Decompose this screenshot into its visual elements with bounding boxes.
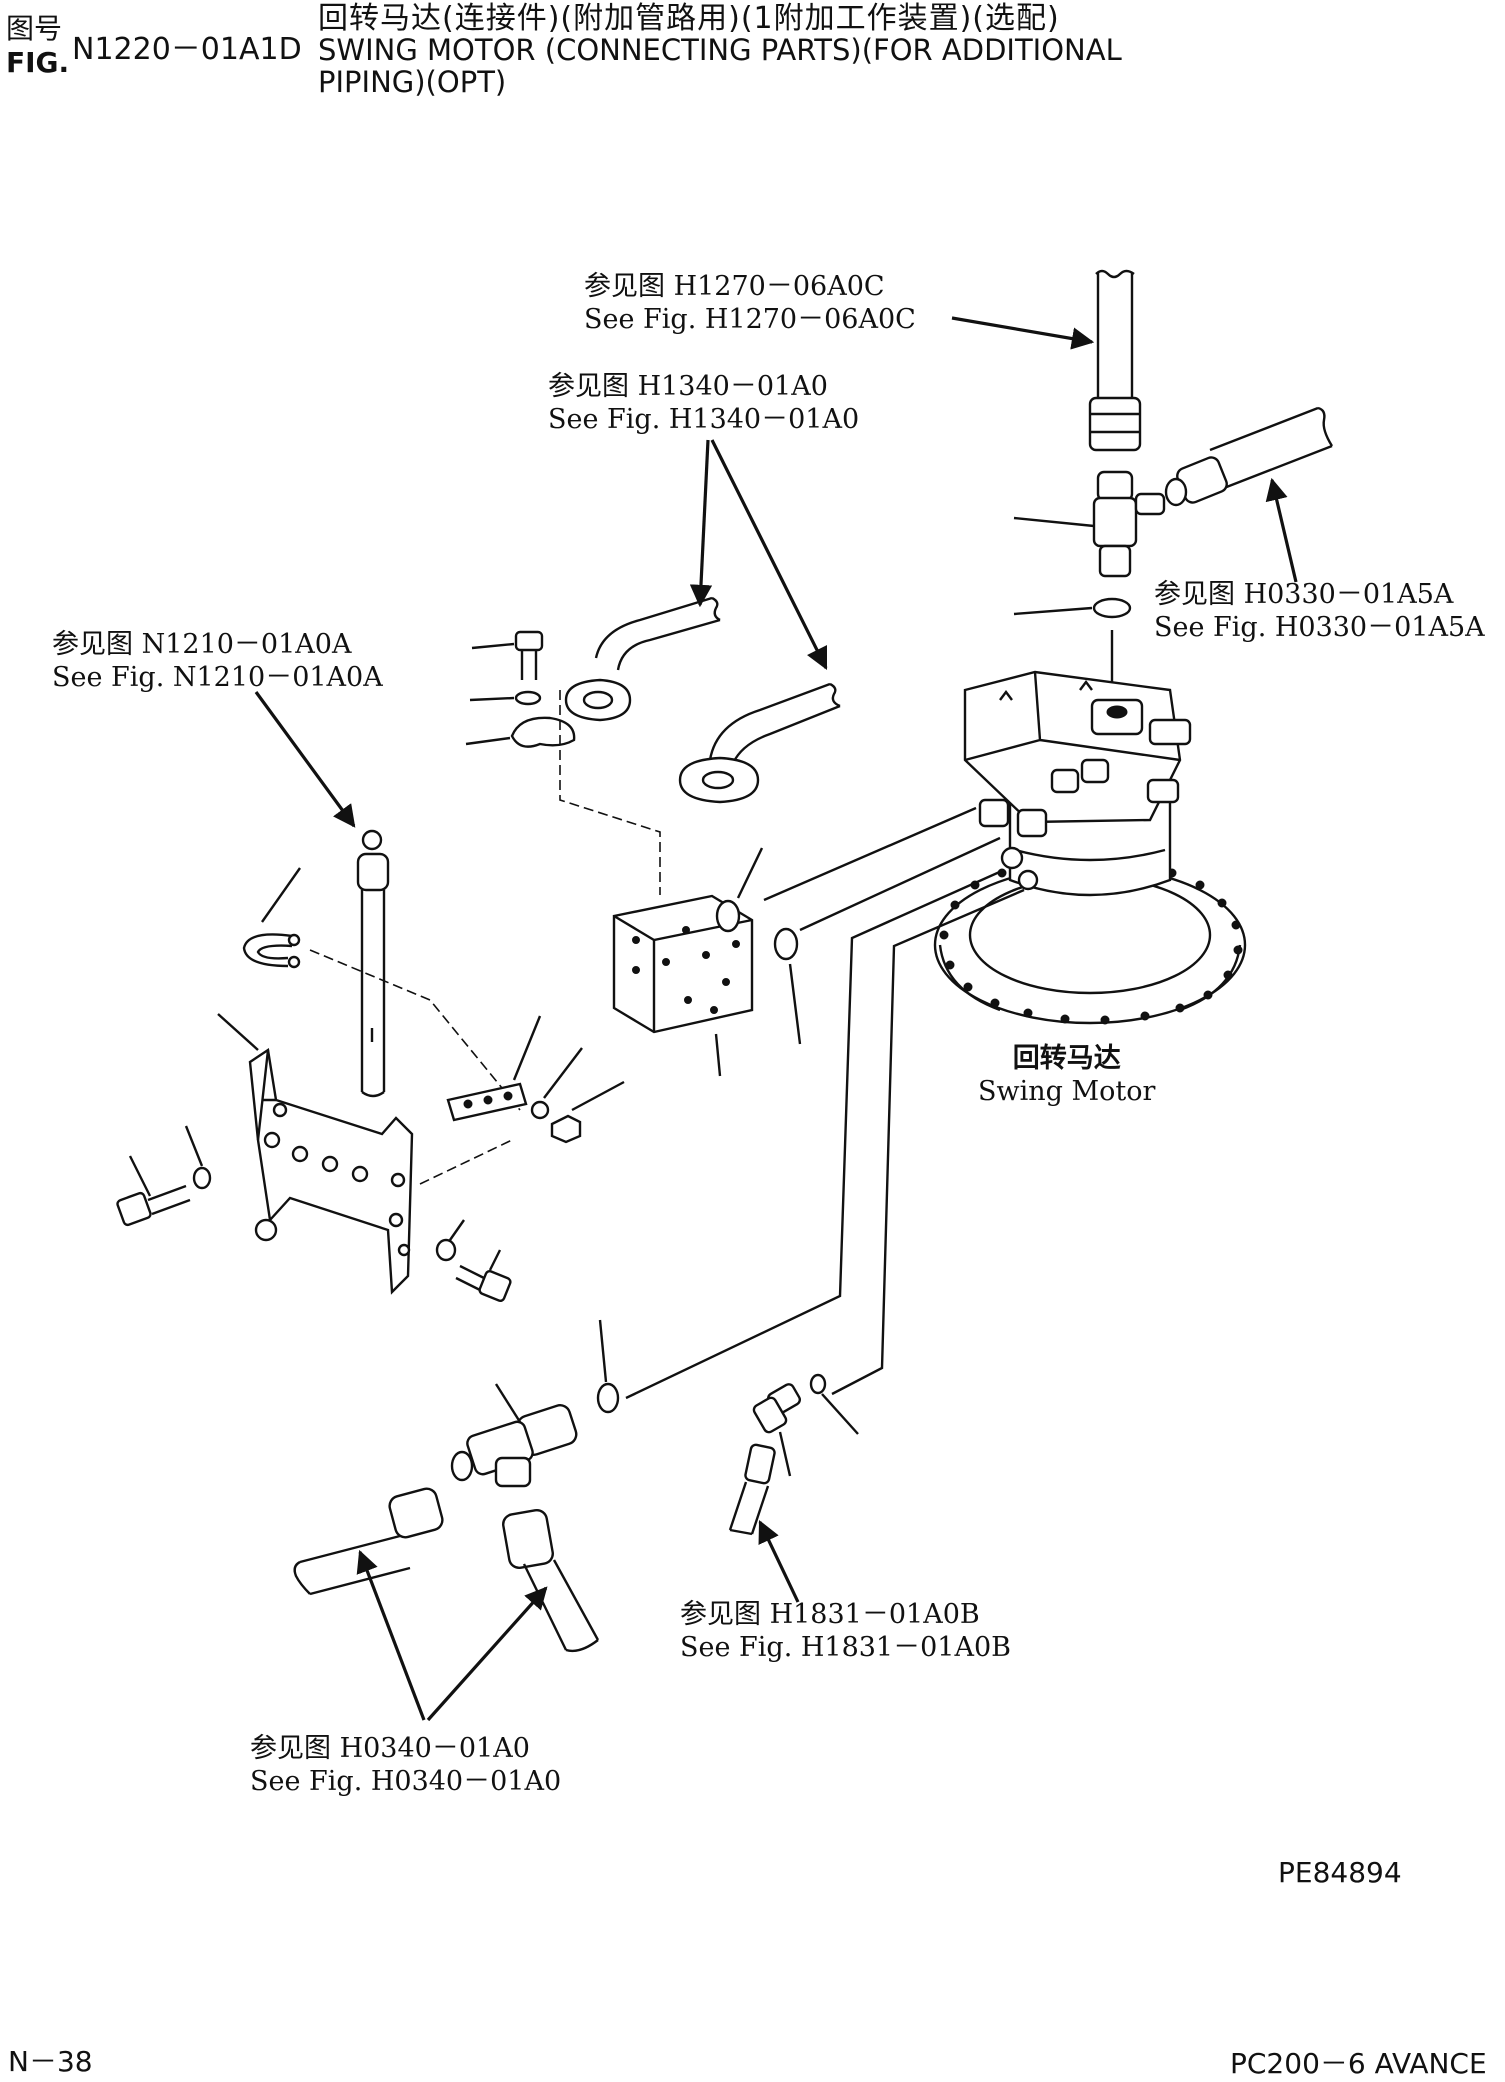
bolt-clamp-group: [465, 630, 661, 895]
u-bolt: [242, 867, 521, 1111]
callout-h1831-en: See Fig. H1831－01A0B: [680, 1632, 1011, 1663]
pipe-motor-manifold-2: [799, 836, 1001, 932]
figure-number: N1220－01A1D: [72, 32, 302, 67]
callout-motor-cn: 回转马达: [1012, 1043, 1121, 1074]
fig-label-cn: 图号: [6, 12, 63, 45]
callout-h1270-en: See Fig. H1270－06A0C: [584, 304, 916, 335]
callout-arrows: [254, 316, 1298, 1722]
callout-h1270: 参见图 H1270－06A0C See Fig. H1270－06A0C: [584, 270, 916, 336]
drain-line-2: [831, 888, 1025, 1396]
callout-h1831-cn: 参见图 H1831－01A0B: [680, 1599, 980, 1630]
callout-n1210-en: See Fig. N1210－01A0A: [52, 662, 383, 693]
title-chinese: 回转马达(连接件)(附加管路用)(1附加工作装置)(选配): [318, 1, 1060, 36]
drawing-code: PE84894: [1278, 1856, 1402, 1889]
callout-h1831: 参见图 H1831－01A0B See Fig. H1831－01A0B: [680, 1598, 1011, 1664]
callout-n1210: 参见图 N1210－01A0A See Fig. N1210－01A0A: [52, 628, 383, 694]
o-ring-top: [1092, 597, 1132, 619]
title-english-line2: PIPING)(OPT): [318, 65, 507, 99]
callout-h0340-en: See Fig. H0340－01A0: [250, 1766, 562, 1797]
right-bolt: [435, 1219, 512, 1302]
callout-h0330-en: See Fig. H0330－01A5A: [1154, 612, 1485, 643]
tee-fitting-bottom: [450, 1383, 578, 1488]
bracket-plate: [217, 1013, 513, 1295]
callout-n1210-cn: 参见图 N1210－01A0A: [52, 629, 352, 660]
o-ring-manifold-1: [715, 899, 741, 933]
o-ring-lower-left: [596, 1382, 620, 1414]
manifold-block: [612, 894, 754, 1077]
callout-h0330-cn: 参见图 H0330－01A5A: [1154, 579, 1454, 610]
callout-h0340: 参见图 H0340－01A0 See Fig. H0340－01A0: [250, 1732, 561, 1798]
pipe-motor-manifold-1: [763, 806, 977, 902]
callout-h0340-cn: 参见图 H0340－01A0: [250, 1733, 530, 1764]
hose-lower-center: [502, 1508, 600, 1653]
callout-motor-en: Swing Motor: [978, 1076, 1156, 1107]
model-name: PC200－6 AVANCE: [1230, 2047, 1487, 2080]
drain-line-1: [625, 868, 1005, 1400]
callout-swing-motor: 回转马达 Swing Motor: [978, 1042, 1155, 1108]
left-bolt: [116, 1125, 212, 1227]
top-hose: [1088, 269, 1142, 452]
callout-h0330: 参见图 H0330－01A5A See Fig. H0330－01A5A: [1154, 578, 1485, 644]
fig-label-en: FIG.: [6, 46, 70, 79]
callout-h1340: 参见图 H1340－01A0 See Fig. H1340－01A0: [548, 370, 859, 436]
elbow-fitting: [728, 1373, 859, 1536]
callout-h1340-cn: 参见图 H1340－01A0: [548, 371, 828, 402]
page-number: N－38: [8, 2045, 93, 2078]
title-english-line1: SWING MOTOR (CONNECTING PARTS)(FOR ADDIT…: [318, 33, 1122, 67]
callout-h1340-en: See Fig. H1340－01A0: [548, 404, 860, 435]
swing-motor: [933, 670, 1247, 1025]
hose-left-upper: [564, 596, 721, 722]
right-hose: [1164, 406, 1334, 507]
hose-lower-left: [293, 1487, 444, 1596]
tee-fitting-top: [1013, 470, 1166, 578]
hose-right-upper: [678, 682, 841, 804]
support-rod: [356, 829, 390, 1098]
callout-h1270-cn: 参见图 H1270－06A0C: [584, 271, 885, 302]
o-ring-manifold-2: [773, 927, 799, 961]
clamp-plate: [446, 1015, 625, 1144]
